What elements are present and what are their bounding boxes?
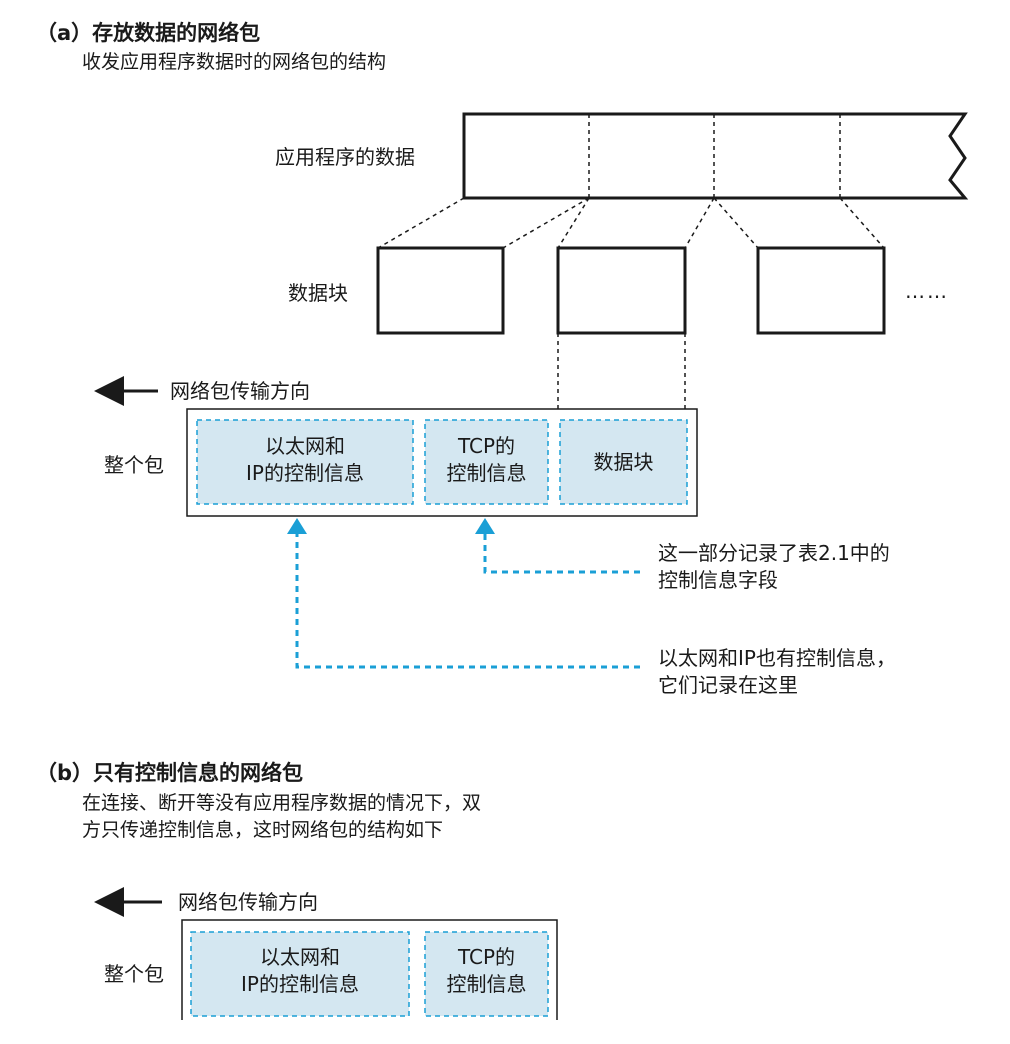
section-a-subtitle: 收发应用程序数据时的网络包的结构 <box>82 51 387 73</box>
app-data-label: 应用程序的数据 <box>275 145 415 169</box>
direction-label: 网络包传输方向 <box>170 379 310 403</box>
note-tcp: 这一部分记录了表2.1中的 控制信息字段 <box>658 541 890 592</box>
packet-frame <box>181 919 558 1020</box>
packet-label: 整个包 <box>104 453 164 477</box>
note-ip: 以太网和IP也有控制信息， 它们记录在这里 <box>658 646 896 697</box>
segment-tcp <box>424 931 549 1017</box>
segment-eth-ip <box>196 419 414 505</box>
data-chunk <box>556 246 687 335</box>
segment-tcp-label: TCP的 控制信息 <box>446 945 527 996</box>
packet-label: 整个包 <box>104 962 164 986</box>
split-guide-lines <box>377 197 885 249</box>
segment-eth-ip-label: 以太网和 IP的控制信息 <box>246 434 364 485</box>
ellipsis-mark: …… <box>905 279 949 303</box>
callout-arrowhead <box>475 518 495 534</box>
section-b-description: 在连接、断开等没有应用程序数据的情况下，双 方只传递控制信息，这时网络包的结构如… <box>82 792 482 841</box>
segment-eth-ip-label: 以太网和 IP的控制信息 <box>241 945 359 996</box>
direction-label: 网络包传输方向 <box>178 890 318 914</box>
section-b-heading: （b）只有控制信息的网络包 <box>36 761 304 785</box>
segment-eth-ip <box>190 931 410 1017</box>
callout-lines <box>295 532 640 669</box>
segment-data-label: 数据块 <box>593 450 654 474</box>
segment-tcp <box>424 419 549 505</box>
segment-data <box>559 419 688 505</box>
chunk-label: 数据块 <box>288 281 348 305</box>
data-chunk <box>376 246 505 335</box>
section-a-heading: （a）存放数据的网络包 <box>36 21 261 45</box>
callout-arrowhead <box>287 518 307 534</box>
chunk-to-packet-lines <box>557 333 686 420</box>
segment-tcp-label: TCP的 控制信息 <box>446 434 527 485</box>
data-chunk <box>756 246 886 335</box>
